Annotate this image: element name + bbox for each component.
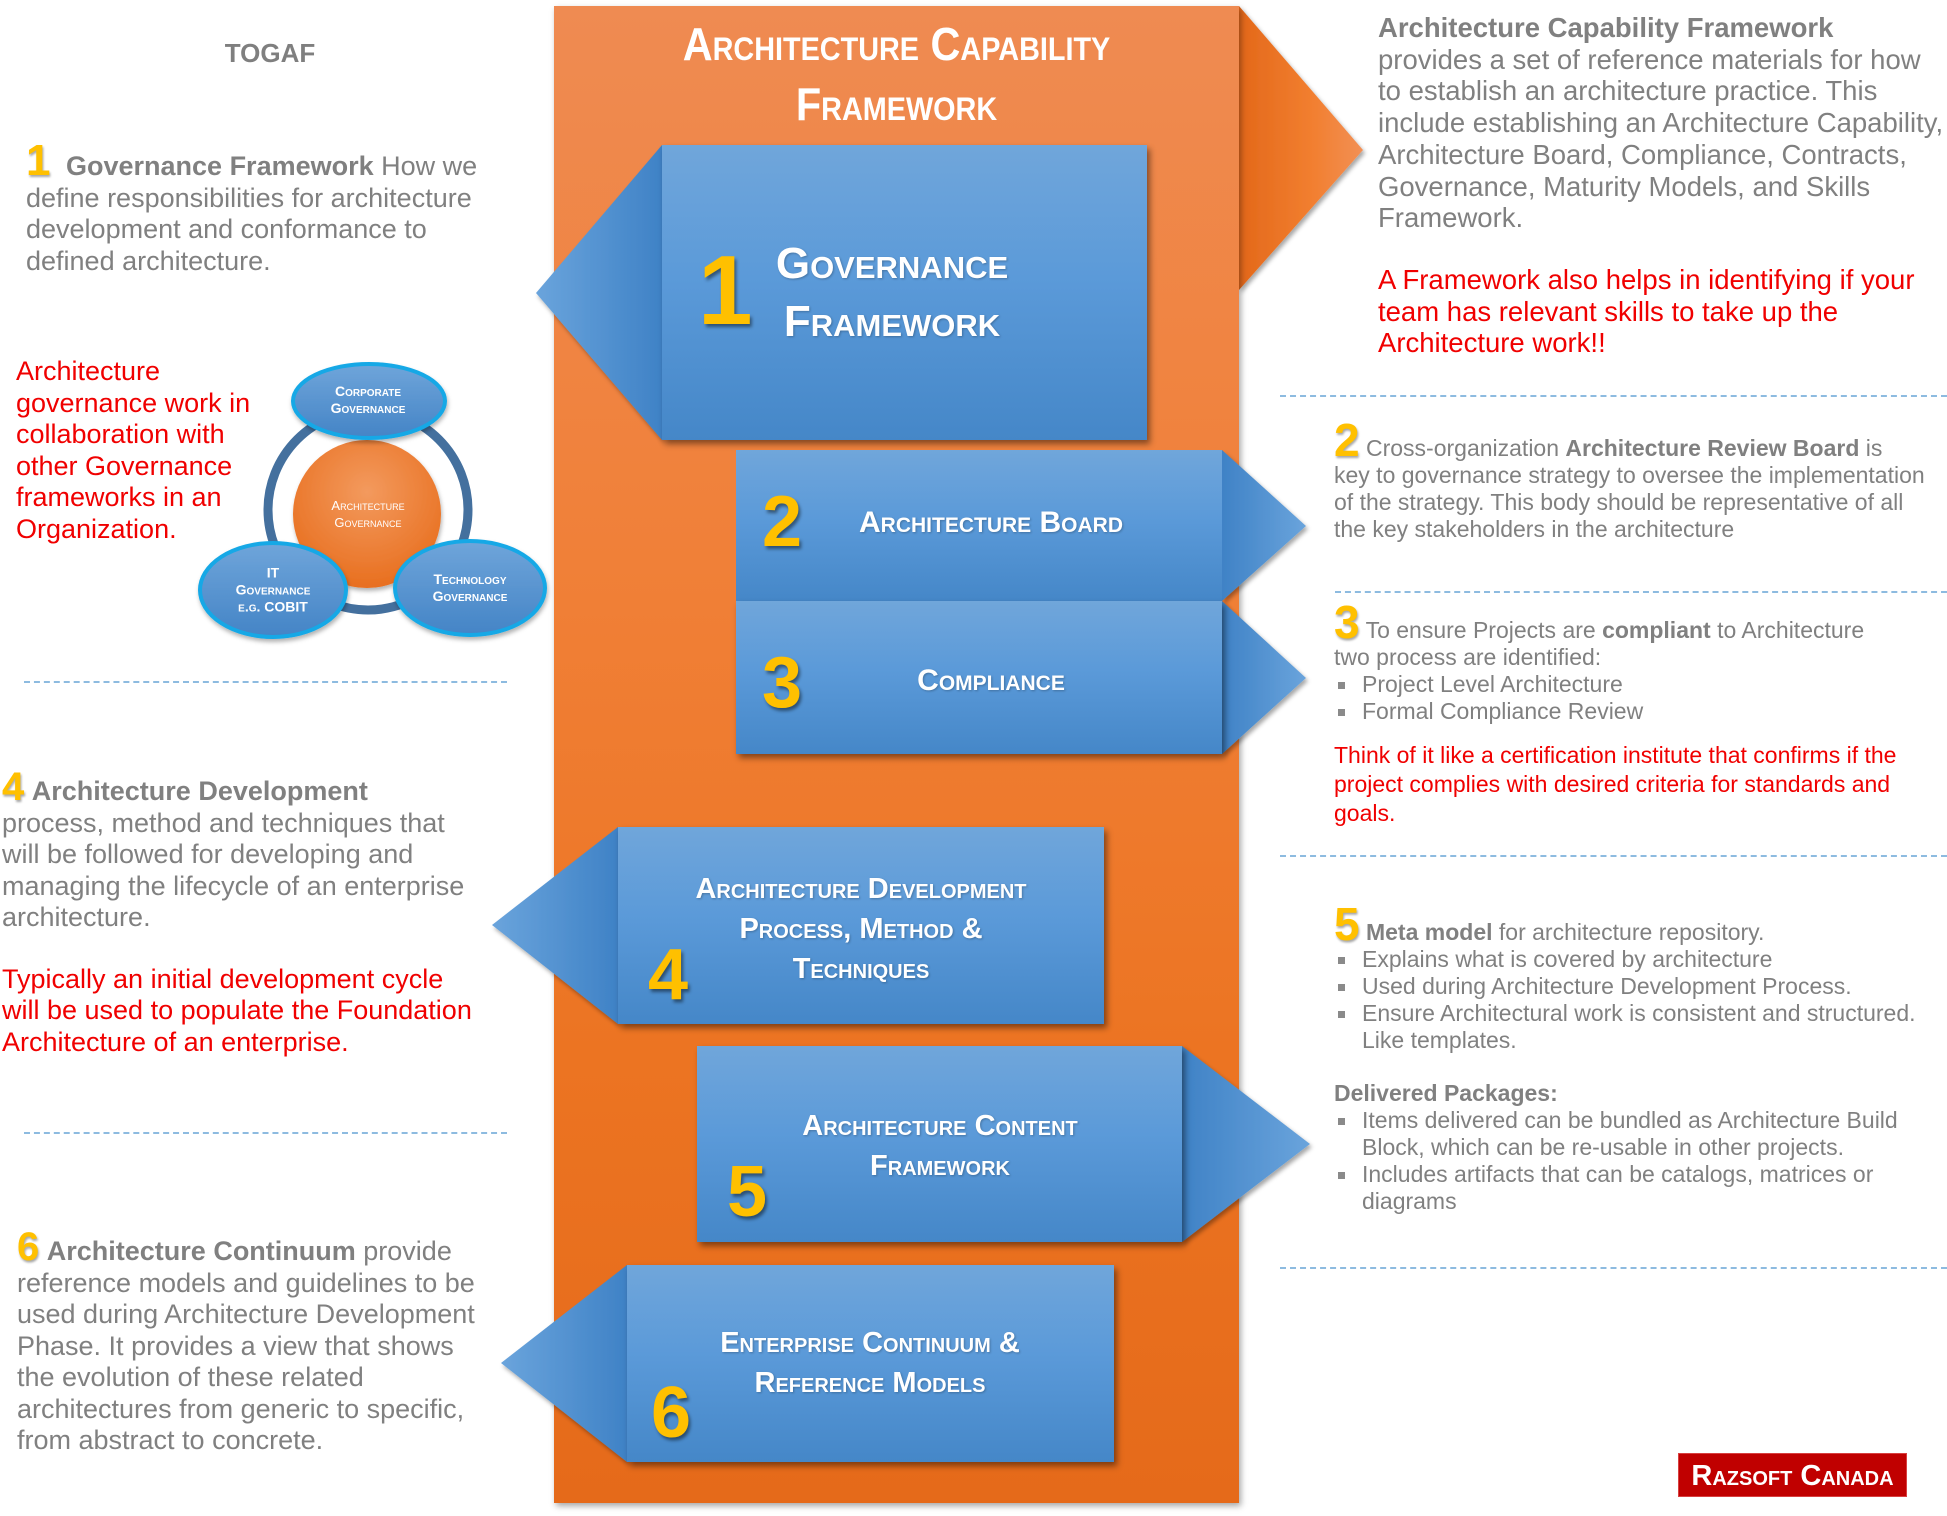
- box-number: 1: [698, 235, 753, 345]
- section-number: 3: [1334, 596, 1360, 648]
- box-label: Architecture Board: [859, 506, 1123, 539]
- section-text: key to governance strategy to oversee th…: [1334, 462, 1925, 542]
- box-number: 6: [651, 1373, 692, 1453]
- section-title: Architecture Continuum: [46, 1236, 356, 1266]
- box-enterprise-continuum[interactable]: 6 Enterprise Continuum &Reference Models: [627, 1265, 1114, 1462]
- right-section-content: 5 Meta model for architecture repository…: [1334, 901, 1944, 1215]
- capability-framework-title: Architecture Capability Framework: [682, 18, 1111, 130]
- text-fragment: To ensure Projects are: [1359, 617, 1603, 643]
- separator: [24, 681, 507, 683]
- text-fragment: is: [1859, 435, 1883, 461]
- capability-arrow-icon: [1239, 6, 1363, 290]
- box-number: 3: [762, 643, 803, 723]
- section-text: process, method and techniques that will…: [2, 807, 465, 933]
- togaf-label: TOGAF: [224, 38, 316, 68]
- intro-title: Architecture Capability Framework: [1378, 12, 1834, 43]
- packages-list: Items delivered can be bundled as Archit…: [1334, 1107, 1944, 1215]
- list-item: Formal Compliance Review: [1334, 698, 1944, 725]
- right-intro: Architecture Capability Framework provid…: [1378, 12, 1947, 359]
- section-number: 2: [1334, 414, 1360, 466]
- separator: [1280, 1267, 1947, 1269]
- section-title: Governance Framework: [66, 151, 374, 181]
- left-section-continuum: 6 Architecture Continuum provide referen…: [17, 1227, 497, 1457]
- highlight: Meta model: [1365, 919, 1493, 945]
- separator: [1335, 591, 1947, 593]
- section-number: 6: [17, 1225, 40, 1269]
- section-number: 1: [26, 136, 51, 185]
- right-section-compliance: 3 To ensure Projects are compliant to Ar…: [1334, 599, 1944, 828]
- box-label: Compliance: [917, 664, 1065, 697]
- list-item: Project Level Architecture: [1334, 671, 1944, 698]
- section-note: Think of it like a certification institu…: [1334, 742, 1897, 826]
- section-title: Architecture Development: [31, 776, 368, 806]
- box-compliance[interactable]: 3 Compliance: [736, 601, 1222, 754]
- section-number: 5: [1334, 898, 1360, 950]
- left-section-development: 4 Architecture Development process, meth…: [2, 767, 472, 1058]
- separator: [1280, 395, 1947, 397]
- box-architecture-board[interactable]: 2 Architecture Board: [736, 450, 1222, 601]
- process-list: Project Level Architecture Formal Compli…: [1334, 671, 1944, 725]
- box-number: 5: [727, 1152, 768, 1232]
- list-item: Items delivered can be bundled as Archit…: [1334, 1107, 1944, 1161]
- section-text: How we define responsibilities for archi…: [26, 151, 478, 276]
- section-text: two process are identified:: [1334, 644, 1602, 670]
- section-number: 4: [2, 765, 25, 809]
- meta-model-list: Explains what is covered by architecture…: [1334, 946, 1944, 1054]
- intro-note: A Framework also helps in identifying if…: [1378, 263, 1915, 359]
- section-note: Typically an initial development cycle w…: [2, 963, 472, 1057]
- list-item: Includes artifacts that can be catalogs,…: [1334, 1161, 1944, 1215]
- box-number: 4: [648, 935, 689, 1015]
- text-fragment: for architecture repository.: [1492, 919, 1765, 945]
- text-fragment: to Architecture: [1710, 617, 1865, 643]
- razsoft-canada-logo: Razsoft Canada: [1678, 1453, 1907, 1497]
- list-item: Explains what is covered by architecture: [1334, 946, 1944, 973]
- intro-text: provides a set of reference materials fo…: [1378, 43, 1944, 234]
- governance-note: Architecture governance work in collabor…: [16, 356, 251, 544]
- packages-title: Delivered Packages:: [1334, 1080, 1558, 1106]
- separator: [1280, 855, 1947, 857]
- list-item: Used during Architecture Development Pro…: [1334, 973, 1944, 1000]
- left-section-governance: 1 Governance Framework How we define res…: [26, 139, 496, 277]
- list-item: Ensure Architectural work is consistent …: [1334, 1000, 1944, 1054]
- highlight: compliant: [1602, 617, 1711, 643]
- right-section-board: 2 Cross-organization Architecture Review…: [1334, 417, 1934, 543]
- box-number: 2: [762, 482, 803, 562]
- text-fragment: Cross-organization: [1359, 435, 1566, 461]
- separator: [24, 1132, 507, 1134]
- highlight: Architecture Review Board: [1565, 435, 1860, 461]
- box-label: Enterprise Continuum &Reference Models: [720, 1327, 1020, 1399]
- section-text: provide reference models and guidelines …: [17, 1236, 475, 1455]
